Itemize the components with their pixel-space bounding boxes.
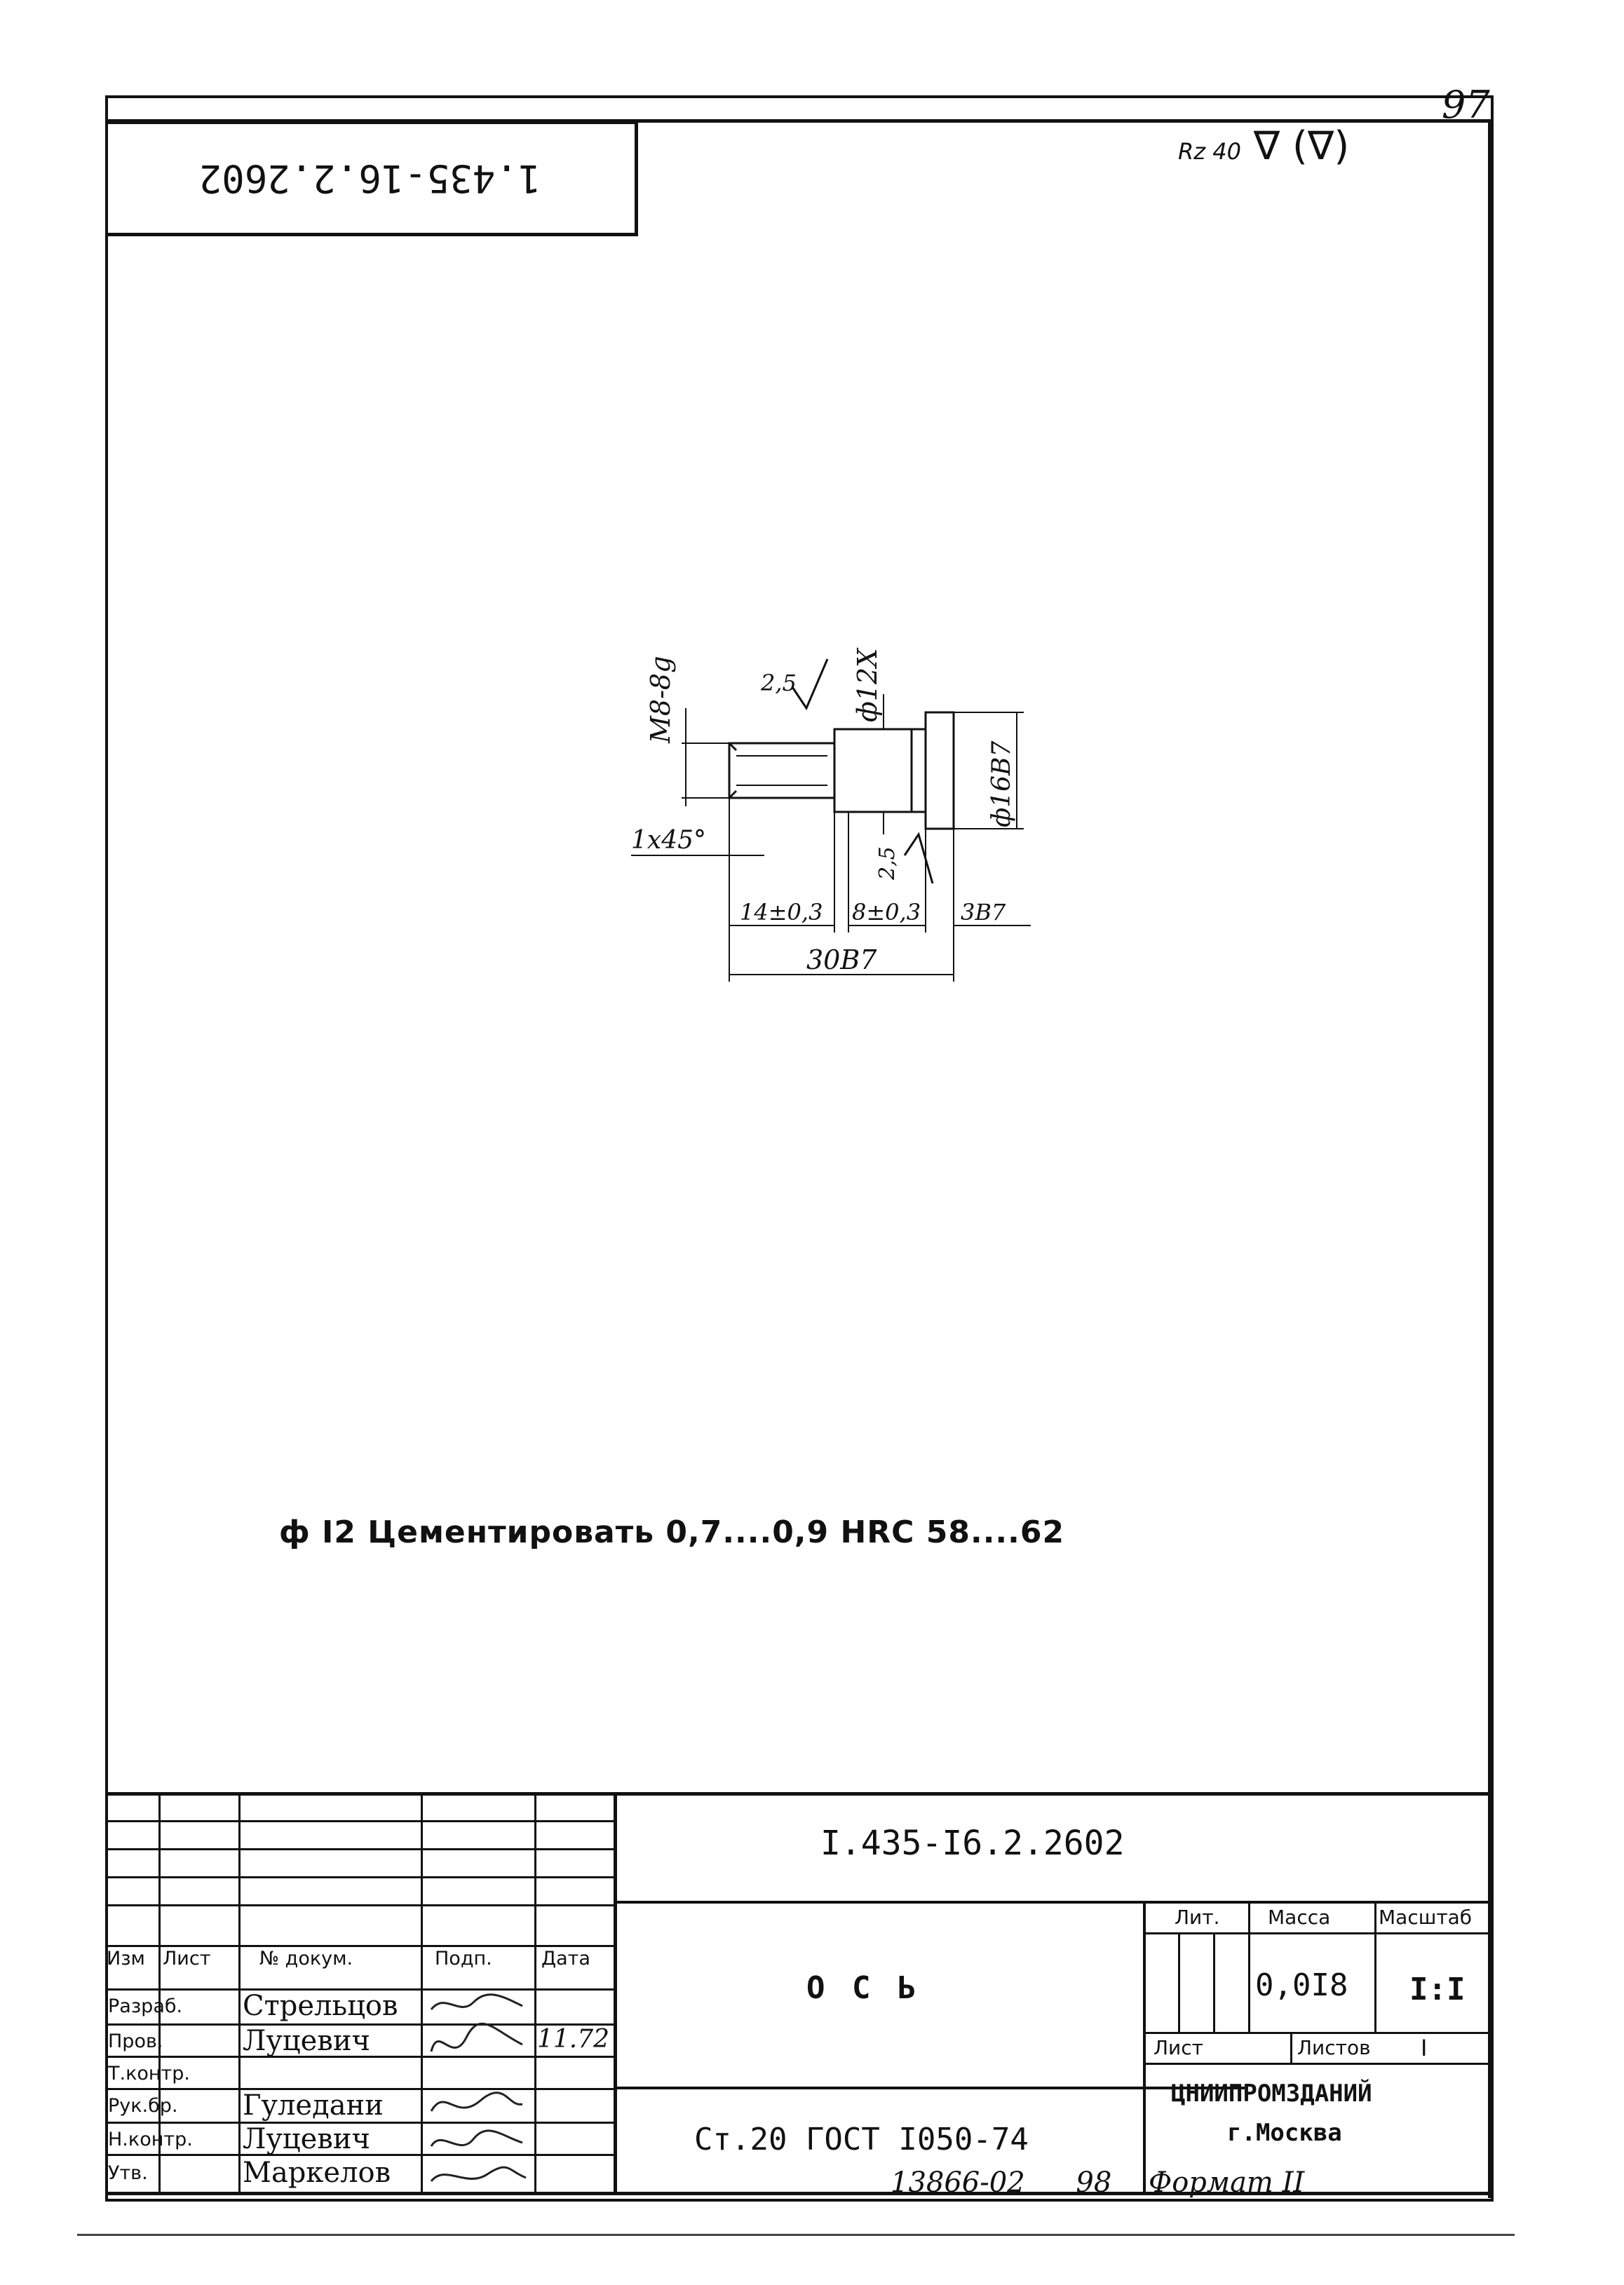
dim-dia16: ф16B7 [987, 741, 1016, 827]
top-code-rotated: 1.435-16.2.2602 [198, 156, 541, 201]
tb-col-line [421, 1792, 423, 2195]
tb-row-line [1143, 2032, 1492, 2034]
roughness-triangle-icon: ∇ [1253, 123, 1280, 169]
tb-col-line [158, 1792, 161, 2195]
tb-top-line [105, 1792, 1492, 1796]
tb-bottom-line [105, 2192, 1492, 2195]
org-name: ЦНИИПРОМЗДАНИЙ [1171, 2080, 1372, 2108]
tb-row-line [105, 2154, 614, 2156]
material: Ст.20 ГОСТ I050-74 [694, 2122, 1029, 2157]
name-rukbr: Гуледани [243, 2089, 384, 2122]
role-prov: Пров. [108, 2030, 163, 2052]
thread-section [728, 742, 836, 799]
tb-row-line [105, 1945, 614, 1947]
dim-chamfer: 1x45° [631, 826, 706, 855]
part-name: О С Ь [806, 1970, 921, 2006]
name-prov: Луцевич [243, 2025, 370, 2057]
surface-roughness-general: Rz 40 ∇ (∇) [1178, 123, 1349, 169]
tb-row-line [105, 2088, 614, 2090]
tb-col-line [1178, 1932, 1180, 2032]
tb-row-line [1143, 2063, 1492, 2065]
tb-col-line [1248, 1901, 1250, 2032]
tb-right-line [1490, 1792, 1494, 2195]
part-drawing: M8-8g 2,5 ф12X ф16B7 1x45° 2,5 14±0,3 8±… [631, 647, 1031, 982]
role-rukbr: Рук.бр. [108, 2095, 178, 2117]
tb-row-line [105, 1904, 614, 1906]
roughness-symbol-2 [903, 832, 934, 884]
tb-row-line [105, 1876, 614, 1878]
role-tkontr: Т.контр. [108, 2063, 191, 2084]
tb-row-line [614, 1901, 1492, 1904]
tb-col-line [1290, 2032, 1292, 2063]
roughness-symbol-1 [791, 658, 829, 711]
dim-len3: 3B7 [961, 899, 1006, 925]
shaft-section [833, 728, 913, 813]
format-label: Формат II [1149, 2167, 1305, 2199]
hdr-podp: Подп. [435, 1948, 492, 1969]
signatures [430, 1993, 527, 2183]
hdr-data: Дата [541, 1948, 590, 1969]
tb-col-line [1374, 1901, 1376, 2032]
tb-col-line [1213, 1932, 1215, 2032]
tb-row-line [614, 2087, 1245, 2089]
sheets-label: Листов [1297, 2036, 1371, 2059]
inventory-number: 13866-02 [891, 2167, 1025, 2199]
dim-thread: M8-8g [645, 656, 676, 744]
sheet-inner-border [105, 119, 1492, 2198]
tb-row-line [105, 1988, 614, 1991]
tb-row-line [105, 2023, 614, 2026]
role-nkontr: Н.контр. [108, 2129, 193, 2150]
mass-value: 0,0I8 [1255, 1967, 1348, 2003]
tb-row-line [105, 1848, 614, 1850]
dim-rough-1: 2,5 [760, 670, 797, 696]
role-utv: Утв. [108, 2162, 148, 2184]
page-number: 97 [1442, 83, 1490, 127]
technical-requirement-note: ф I2 Цементировать 0,7....0,9 HRC 58....… [279, 1514, 1065, 1550]
hdr-list: Лист [163, 1948, 211, 1969]
name-razrab: Стрельцов [243, 1990, 398, 2022]
dim-len14: 14±0,3 [740, 899, 823, 925]
hdr-izm: Изм [107, 1948, 145, 1969]
scale-label: Масштаб [1379, 1906, 1473, 1929]
tb-col-line [238, 1792, 241, 2195]
footer-inventory: 13866-02 98 Формат II [891, 2167, 1304, 2199]
sheet-label: Лист [1153, 2036, 1203, 2059]
hdr-docnum: № докум. [259, 1948, 353, 1969]
tb-row-line [105, 1820, 614, 1822]
tb-row-line [1143, 1932, 1492, 1934]
role-razrab: Разраб. [108, 1995, 183, 2017]
tb-row-line [105, 2056, 614, 2058]
dim-dia12: ф12X [852, 647, 883, 722]
org-city: г.Москва [1227, 2119, 1342, 2147]
roughness-paren: (∇) [1292, 123, 1350, 169]
collar-section [924, 711, 955, 830]
tb-row-line [105, 2122, 614, 2124]
dim-len8: 8±0,3 [852, 899, 921, 925]
mass-label: Масса [1268, 1906, 1331, 1929]
scale-value: I:I [1409, 1972, 1466, 2007]
top-code-box: 1.435-16.2.2602 [105, 121, 638, 236]
dim-len30: 30B7 [806, 944, 877, 975]
doc-code: I.435-I6.2.2602 [820, 1824, 1125, 1863]
dim-rough-2: 2,5 [875, 846, 900, 881]
tb-col-line [1143, 1901, 1146, 2195]
tb-col-line [614, 1792, 617, 2195]
tb-col-line [534, 1792, 536, 2195]
scan-bottom-line [77, 2234, 1515, 2236]
date-prov: 11.72 [537, 2025, 610, 2054]
lit-label: Лит. [1175, 1906, 1220, 1929]
title-block: Изм Лист № докум. Подп. Дата Разраб. Стр… [105, 1792, 1494, 2196]
sheets-value: I [1421, 2035, 1428, 2061]
name-nkontr: Луцевич [243, 2123, 370, 2155]
sheet-outer-border [105, 95, 1494, 2202]
sheet-serial: 98 [1076, 2167, 1112, 2199]
roughness-value: Rz 40 [1178, 138, 1241, 165]
name-utv: Маркелов [243, 2157, 391, 2189]
